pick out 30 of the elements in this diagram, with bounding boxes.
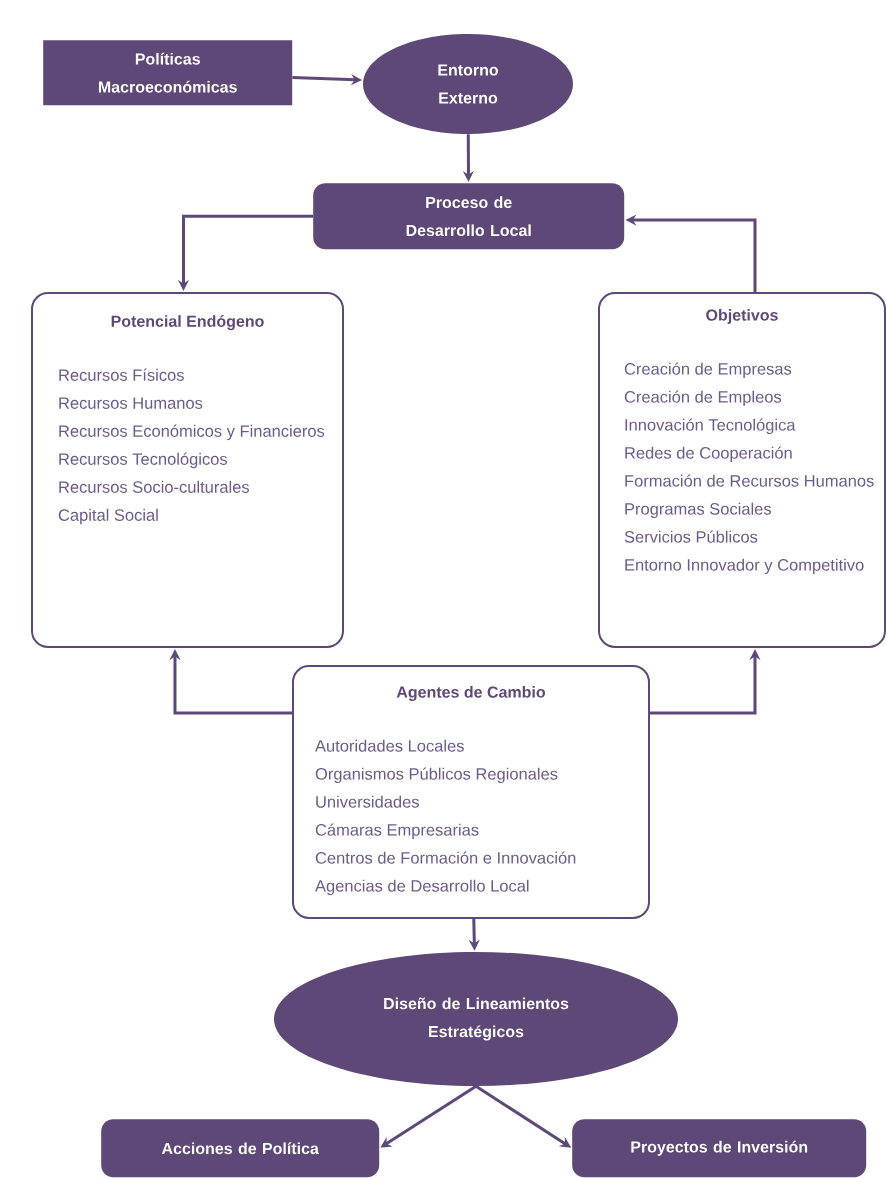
panel-heading: Potencial Endógeno (111, 315, 264, 331)
list-item: Recursos Tecnológicos (59, 452, 228, 469)
list-item: Programas Sociales (625, 502, 771, 518)
list-item: Agencias de Desarrollo Local (315, 879, 529, 895)
panel-box (598, 292, 886, 648)
list-item: Redes de Cooperación (625, 446, 792, 462)
list-item: Autoridades Locales (315, 739, 464, 752)
process-box: Políticas Macroeconómicas (43, 40, 293, 106)
list-item: Organismos Públicos Regionales (315, 767, 558, 783)
list-item: Innovación Tecnológica (625, 418, 796, 434)
list-item: Creación de Empleos (624, 390, 782, 406)
panel-heading: Objetivos (706, 309, 778, 324)
list-item: Entorno Innovador y Competitivo (625, 558, 864, 574)
list-item: Formación de Recursos Humanos (625, 474, 874, 487)
list-item: Capital Social (58, 508, 158, 525)
process-box: Proyectos de Inversión (572, 1119, 867, 1178)
process-box: Proceso de Desarrollo Local (313, 183, 625, 250)
list-item: Creación de Empresas (624, 362, 792, 378)
list-item: Recursos Socio-culturales (59, 480, 249, 493)
list-item: Recursos Físicos (59, 368, 184, 381)
list-item: Servicios Públicos (624, 530, 758, 543)
list-item: Universidades (316, 795, 419, 808)
panel-box (292, 665, 650, 919)
list-item: Recursos Económicos y Financieros (59, 424, 325, 441)
panel-heading: Agentes de Cambio (396, 686, 546, 701)
panel-box (31, 292, 344, 648)
list-item: Recursos Humanos (59, 397, 203, 409)
list-item: Centros de Formación e Innovación (315, 851, 576, 864)
process-box: Acciones de Política (101, 1119, 380, 1178)
list-item: Cámaras Empresarias (315, 823, 479, 839)
